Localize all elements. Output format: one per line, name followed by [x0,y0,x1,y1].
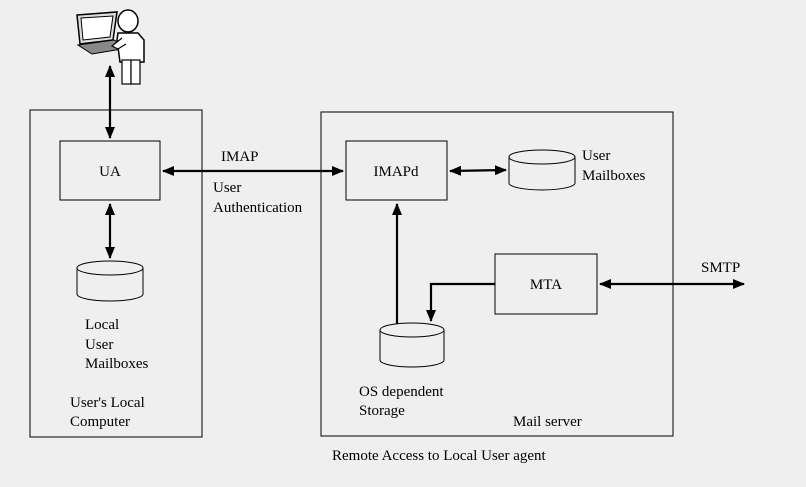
smtp-label: SMTP [701,260,740,276]
users-local-computer-container [29,109,203,438]
imap-label: IMAP [221,149,259,165]
local-mailbox-label-line2: User [85,337,113,353]
mta-storage-arrow [426,282,495,322]
auth-label-line1: User [213,180,241,196]
os-storage-cylinder [379,322,445,368]
os-storage-label-line1: OS dependent [359,384,444,400]
mta-node: MTA [494,253,598,315]
local-mailbox-label-line3: Mailboxes [85,356,148,372]
ua-node: UA [59,140,161,201]
imapd-user-mailbox-arrow [449,165,507,176]
imapd-label: IMAPd [373,164,419,180]
local-computer-label-line2: Computer [70,414,130,430]
diagram-caption: Remote Access to Local User agent [332,448,547,464]
imapd-node: IMAPd [345,140,448,201]
mail-server-container [320,111,674,437]
user-at-laptop-icon [76,9,145,85]
mta-label: MTA [530,277,562,293]
os-storage-label-line2: Storage [359,403,405,419]
mail-server-label: Mail server [513,414,582,430]
local-computer-label-line1: User's Local [70,395,145,411]
local-mailbox-label-line1: Local [85,317,119,333]
local-mailbox-cylinder [76,260,144,302]
user-mailbox-cylinder [508,149,576,191]
auth-label-line2: Authentication [213,200,303,216]
user-mailbox-label-line2: Mailboxes [582,168,645,184]
ua-label: UA [99,164,121,180]
user-mailbox-label-line1: User [582,148,610,164]
